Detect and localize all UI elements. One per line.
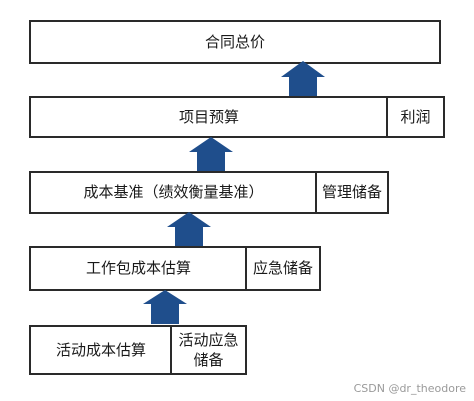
cost-baseline-box: 成本基准（绩效衡量基准） 管理储备 xyxy=(29,171,389,214)
project-budget-label: 项目预算 xyxy=(178,107,239,126)
cost-baseline-label: 成本基准（绩效衡量基准） xyxy=(83,183,264,202)
arrow-up-icon xyxy=(167,212,211,248)
contract-total-label: 合同总价 xyxy=(204,32,265,51)
arrow-up-icon xyxy=(281,61,325,99)
work-package-cost-label: 工作包成本估算 xyxy=(85,259,191,278)
work-package-cost-box: 工作包成本估算 应急储备 xyxy=(29,246,321,291)
project-budget-divider xyxy=(386,98,388,136)
management-reserve-label: 管理储备 xyxy=(321,183,382,202)
contingency-reserve-label: 应急储备 xyxy=(252,259,313,278)
profit-label: 利润 xyxy=(400,107,431,126)
project-budget-box: 项目预算 利润 xyxy=(29,96,445,138)
activity-cost-divider xyxy=(170,327,172,373)
activity-contingency-reserve-label: 活动应急储备 xyxy=(178,330,239,369)
arrow-up-icon xyxy=(143,290,187,324)
cost-baseline-divider xyxy=(315,173,317,212)
activity-cost-label: 活动成本估算 xyxy=(55,340,146,359)
arrow-up-icon xyxy=(189,137,233,173)
activity-cost-box: 活动成本估算 活动应急储备 xyxy=(29,325,247,375)
contract-total-box: 合同总价 xyxy=(29,20,441,64)
watermark-text: CSDN @dr_theodore xyxy=(353,382,466,395)
work-package-cost-divider xyxy=(245,248,247,289)
